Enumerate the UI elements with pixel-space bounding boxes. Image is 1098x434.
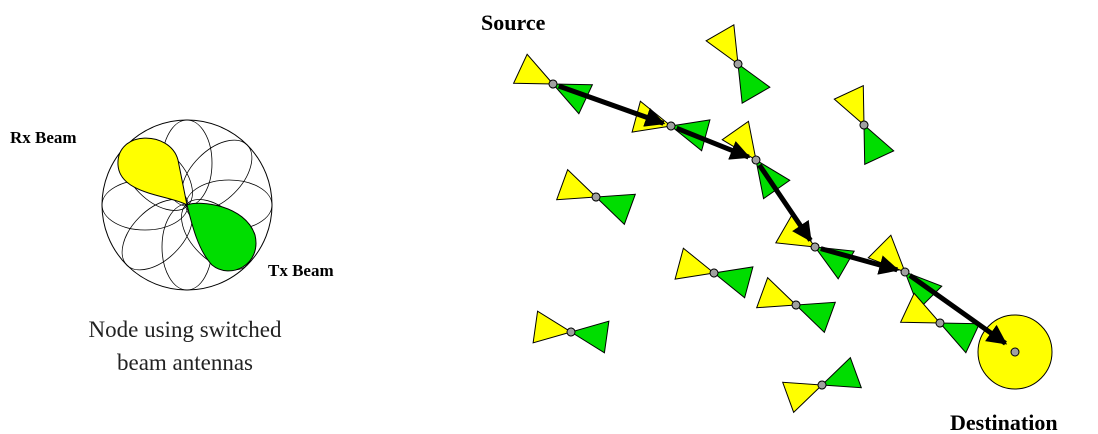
rx-beam-label: Rx Beam	[10, 128, 77, 147]
tx-beam-label: Tx Beam	[268, 261, 334, 280]
destination-node-dot	[1010, 347, 1020, 357]
route-path	[557, 83, 1008, 346]
node-dot	[751, 155, 761, 165]
antenna-node	[674, 247, 754, 299]
tx-beam-triangle	[794, 301, 837, 334]
node-dot	[859, 120, 869, 130]
antenna-node	[631, 100, 711, 152]
route-arrow	[675, 125, 751, 160]
tx-beam-triangle	[594, 193, 637, 226]
node-dot	[817, 380, 827, 390]
tx-beam-lobe	[186, 202, 257, 272]
node-dot	[709, 268, 719, 278]
network-nodes	[512, 24, 1020, 414]
source-label: Source	[481, 10, 546, 35]
tx-beam-triangle	[551, 83, 594, 115]
rx-beam-triangle	[755, 276, 798, 309]
rx-beam-lobe	[117, 137, 188, 206]
node-dot	[900, 267, 910, 277]
node-dot	[810, 242, 820, 252]
caption-line-2: beam antennas	[117, 350, 253, 375]
antenna-node	[781, 356, 863, 414]
tx-beam-triangle	[737, 62, 771, 104]
destination-label: Destination	[950, 410, 1058, 434]
rx-beam-triangle	[833, 84, 865, 127]
antenna-node	[899, 292, 981, 354]
tx-beam-triangle	[712, 266, 754, 299]
rx-beam-triangle	[721, 120, 757, 162]
antenna-node	[867, 234, 943, 310]
antenna-node	[555, 168, 637, 226]
node-dot	[591, 192, 601, 202]
route-arrow	[908, 273, 1008, 346]
antenna-node	[833, 84, 895, 166]
rx-beam-triangle	[899, 292, 942, 324]
antenna-node	[512, 53, 594, 115]
antenna-node	[775, 214, 855, 280]
route-arrow	[757, 163, 813, 243]
rx-beam-triangle	[555, 168, 598, 201]
beam-petal	[181, 139, 253, 211]
node-dot	[791, 300, 801, 310]
tx-beam-triangle	[820, 356, 863, 389]
antenna-node	[721, 120, 791, 200]
node-dot	[566, 327, 576, 337]
antenna-pattern	[101, 119, 273, 291]
rx-beam-triangle	[512, 53, 555, 85]
rx-beam-triangle	[781, 381, 824, 414]
rx-beam-triangle	[705, 24, 739, 66]
tx-beam-triangle	[938, 322, 981, 354]
route-arrow	[820, 246, 900, 275]
antenna-node	[532, 310, 610, 354]
antenna-node	[705, 24, 771, 104]
node-dot	[666, 121, 676, 131]
antenna-node	[755, 276, 837, 334]
caption-line-1: Node using switched	[89, 317, 282, 342]
rx-beam-triangle	[532, 310, 573, 344]
route-arrow	[557, 83, 666, 127]
rx-beam-triangle	[674, 247, 716, 280]
node-dot	[935, 318, 945, 328]
node-dot	[548, 79, 558, 89]
tx-beam-triangle	[863, 123, 895, 166]
tx-beam-triangle	[569, 320, 610, 354]
node-dot	[733, 59, 743, 69]
